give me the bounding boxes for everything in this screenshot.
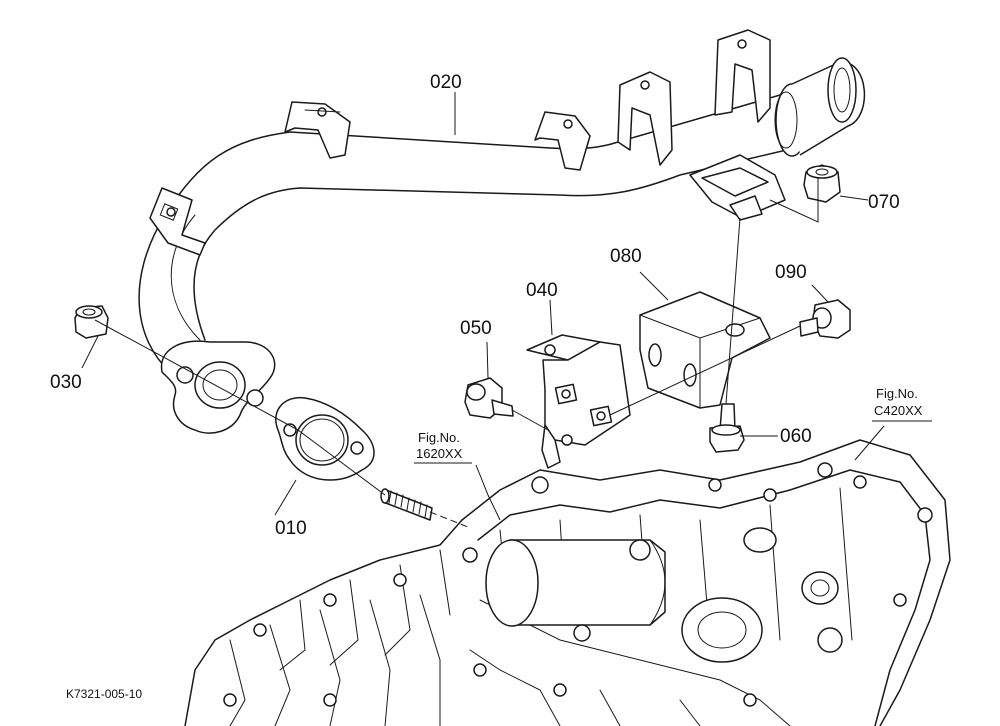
part-050-bolt: [464, 377, 514, 419]
figure-ref-c420xx[interactable]: Fig.No. C420XX: [872, 386, 932, 422]
part-010-gasket: [275, 396, 375, 481]
part-040-bracket: [526, 334, 631, 469]
stud-bolt: [380, 488, 433, 521]
part-label-070: 070: [868, 192, 900, 213]
fig-ref-number: 1620XX: [416, 446, 463, 461]
part-020-pipe: [138, 29, 866, 434]
part-label-080: 080: [610, 246, 642, 267]
part-label-020: 020: [430, 72, 462, 93]
part-label-090: 090: [775, 262, 807, 283]
part-090-bolt: [799, 299, 851, 339]
part-label-040: 040: [526, 280, 558, 301]
figure-ref-1620xx[interactable]: Fig.No. 1620XX: [414, 430, 472, 464]
part-030-nut: [74, 305, 109, 339]
part-label-060: 060: [780, 426, 812, 447]
part-060-bolt: [709, 403, 745, 453]
drawing-code: K7321-005-10: [66, 687, 142, 701]
fig-ref-label: Fig.No.: [876, 386, 918, 401]
engine-housing: [184, 439, 951, 726]
part-label-030: 030: [50, 372, 82, 393]
part-070-nut: [803, 164, 841, 203]
fig-ref-number: C420XX: [874, 403, 923, 418]
assembly-lines: [94, 178, 819, 528]
fig-ref-label: Fig.No.: [418, 430, 460, 445]
leader-lines: [81, 92, 885, 521]
part-label-010: 010: [275, 518, 307, 539]
part-080-bracket: [639, 291, 771, 409]
part-label-050: 050: [460, 318, 492, 339]
